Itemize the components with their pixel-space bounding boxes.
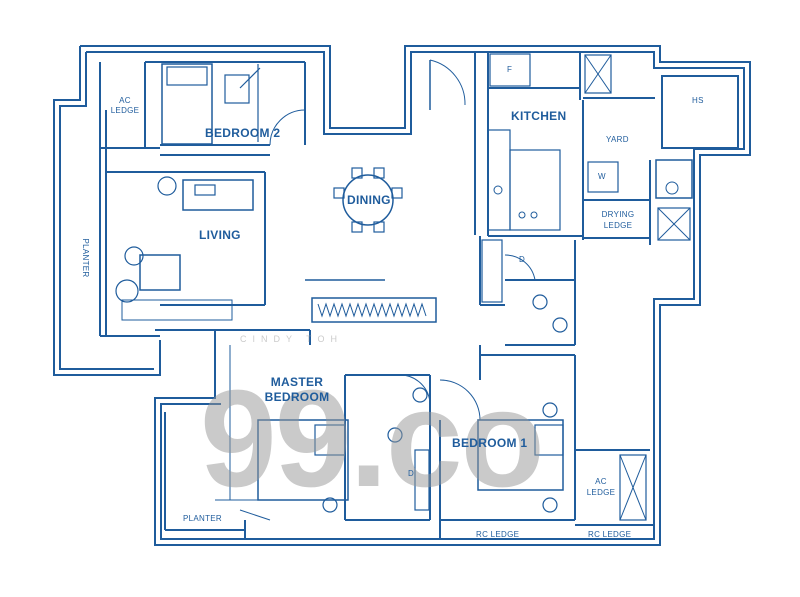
label-planter-left: PLANTER bbox=[81, 238, 90, 278]
wardrobe bbox=[305, 279, 437, 323]
label-kitchen: KITCHEN bbox=[511, 109, 567, 123]
label-d-common-bath: D bbox=[519, 255, 526, 264]
label-fridge: F bbox=[507, 65, 513, 74]
master-bath bbox=[345, 374, 431, 521]
label-drying-1: DRYING bbox=[601, 210, 635, 219]
ac-ledge-top bbox=[99, 62, 160, 149]
living-walls bbox=[106, 171, 266, 321]
label-ac-ledge-top-2: LEDGE bbox=[110, 106, 140, 115]
master-bedroom-walls bbox=[215, 329, 349, 521]
label-yard: YARD bbox=[606, 135, 629, 144]
kitchen-walls bbox=[487, 51, 584, 240]
bedroom-1-walls bbox=[439, 345, 576, 540]
watermark-brand: 99.co bbox=[200, 362, 545, 516]
ac-ledge-right bbox=[575, 449, 654, 526]
dining-table bbox=[333, 167, 403, 233]
label-master-line1: MASTER bbox=[270, 375, 324, 389]
label-planter-bottom: PLANTER bbox=[183, 514, 222, 523]
label-bedroom-1: BEDROOM 1 bbox=[452, 436, 528, 450]
label-hs: HS bbox=[692, 96, 704, 105]
label-dining: DINING bbox=[347, 193, 391, 207]
label-ac-ledge-top-1: AC bbox=[119, 96, 131, 105]
label-rc-ledge-1: RC LEDGE bbox=[476, 530, 520, 539]
yard-area bbox=[583, 54, 739, 245]
bedroom-2-walls bbox=[145, 61, 306, 156]
label-ac-ledge-right-1: AC bbox=[595, 477, 607, 486]
bottom-ledges bbox=[164, 412, 246, 539]
label-master-line2: BEDROOM bbox=[264, 390, 330, 404]
label-bedroom-2: BEDROOM 2 bbox=[205, 126, 281, 140]
entrance bbox=[429, 52, 476, 235]
common-bath bbox=[479, 236, 576, 346]
watermark-photographer: CINDY TOH bbox=[240, 334, 344, 344]
label-d-master-bath: D bbox=[408, 469, 415, 478]
label-washer: W bbox=[598, 172, 606, 181]
label-ac-ledge-right-2: LEDGE bbox=[586, 488, 616, 497]
label-drying-2: LEDGE bbox=[603, 221, 633, 230]
label-living: LIVING bbox=[199, 228, 241, 242]
label-rc-ledge-2: RC LEDGE bbox=[588, 530, 632, 539]
